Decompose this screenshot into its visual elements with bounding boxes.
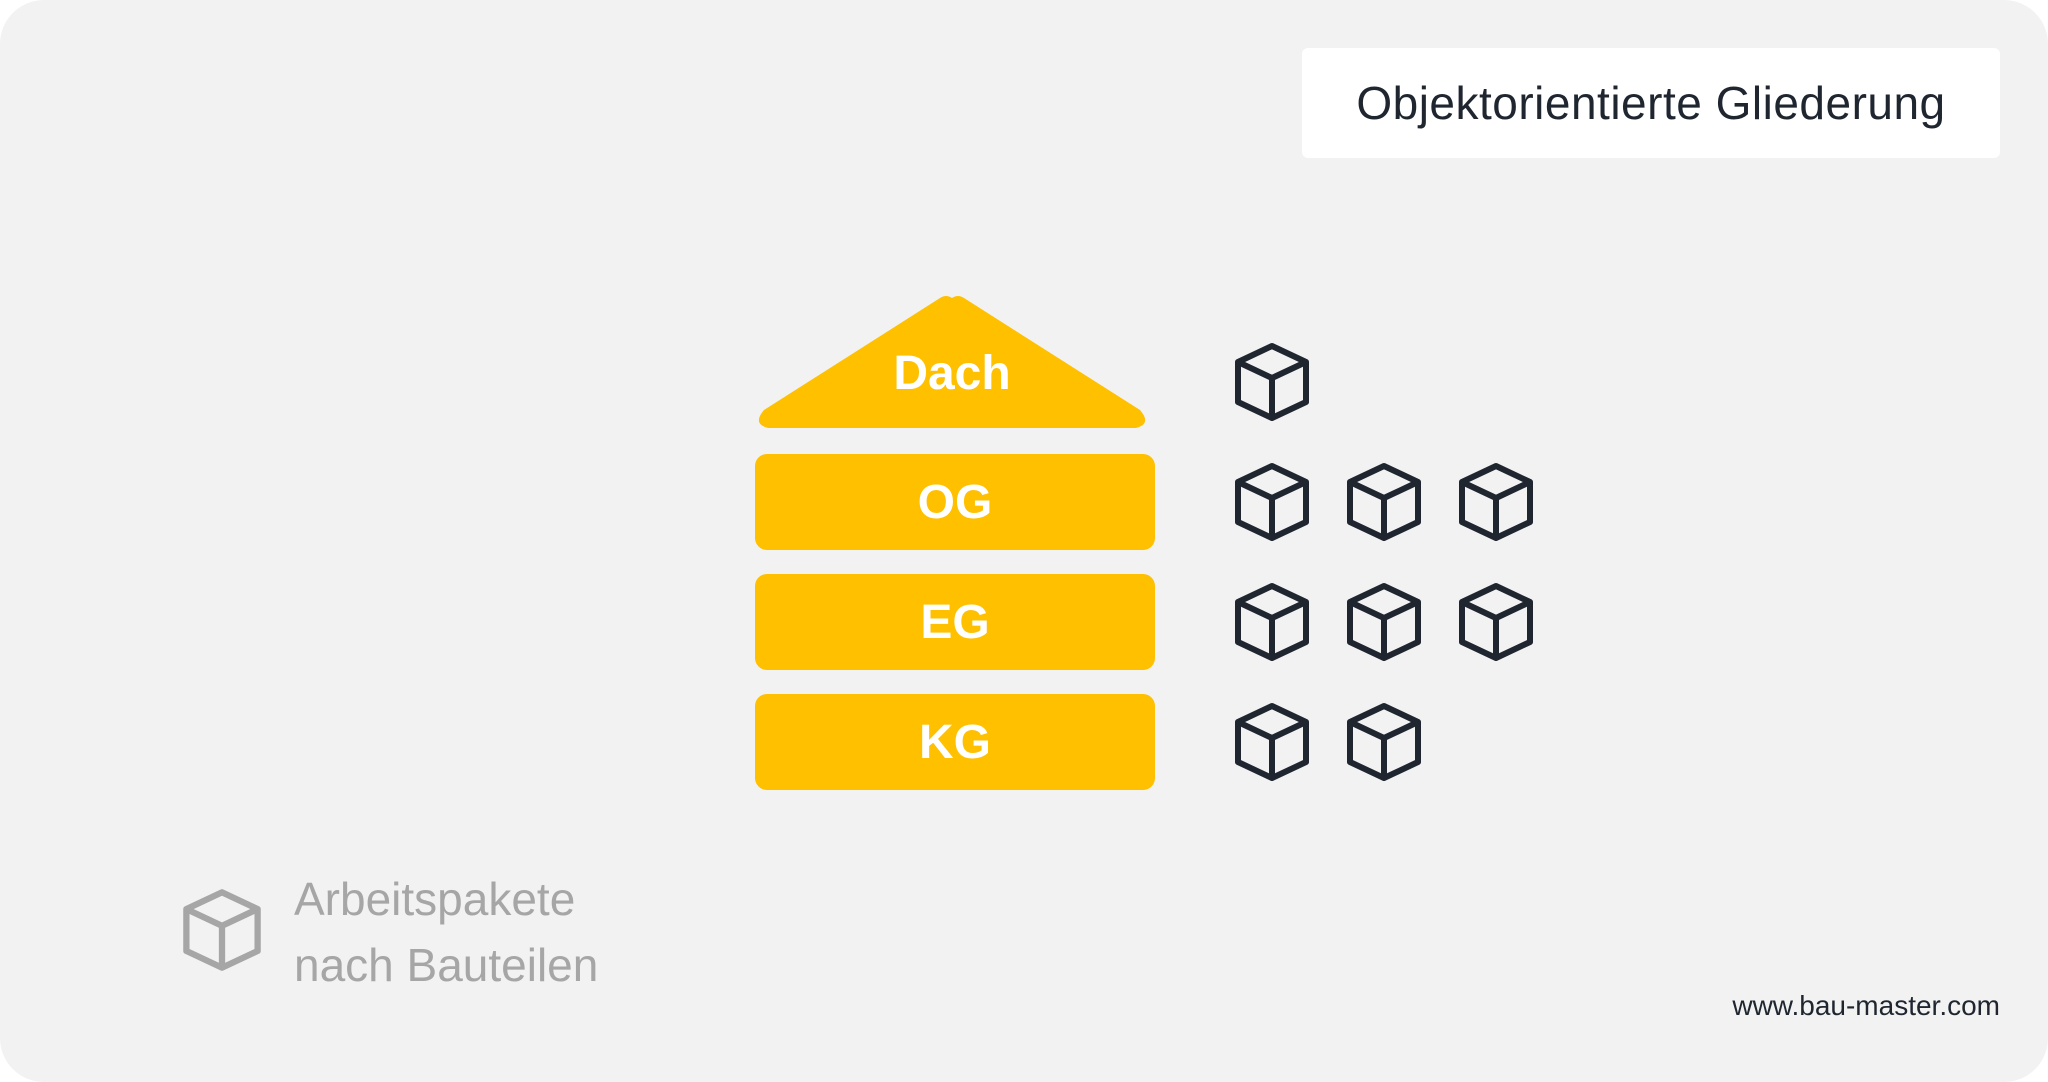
- cube-icon: [183, 889, 261, 971]
- cube-icon: [1235, 343, 1309, 421]
- legend-line-2: nach Bauteilen: [294, 939, 599, 991]
- level-label-dach: Dach: [893, 347, 1011, 400]
- level-og: OG: [755, 454, 1155, 550]
- cube-icon: [1235, 583, 1309, 661]
- level-label-og: OG: [917, 475, 993, 529]
- cube-icon: [1459, 463, 1533, 541]
- cube-icon: [1347, 703, 1421, 781]
- level-eg: EG: [755, 574, 1155, 670]
- title-box: Objektorientierte Gliederung: [1302, 48, 2000, 158]
- diagram-title: Objektorientierte Gliederung: [1356, 77, 1946, 129]
- legend-text: Arbeitspakete nach Bauteilen: [294, 866, 598, 998]
- cube-icon: [1235, 463, 1309, 541]
- cube-icon: [1347, 463, 1421, 541]
- footer-url: www.bau-master.com: [1732, 990, 2000, 1021]
- cube-icon: [1459, 583, 1533, 661]
- roof-shape: [758, 296, 1146, 428]
- level-label-kg: KG: [919, 715, 991, 769]
- level-kg: KG: [755, 694, 1155, 790]
- cube-icon: [1235, 703, 1309, 781]
- cube-icon: [1347, 583, 1421, 661]
- legend-line-1: Arbeitspakete: [294, 873, 576, 925]
- level-label-eg: EG: [920, 595, 990, 649]
